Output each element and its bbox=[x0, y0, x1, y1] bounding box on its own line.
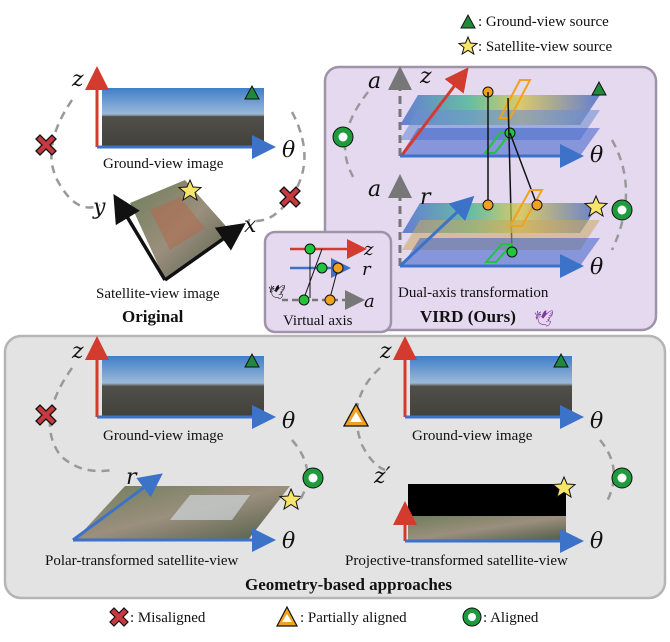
aligned-icon bbox=[462, 607, 482, 627]
satellite-source-star-icon bbox=[457, 35, 479, 56]
legend-partially: : Partially aligned bbox=[300, 610, 407, 626]
original-ground-label: Ground-view image bbox=[103, 156, 224, 172]
vird-axis-a-top: a bbox=[368, 69, 381, 94]
legend-ground-source: : Ground-view source bbox=[478, 14, 609, 30]
misaligned-icon bbox=[109, 607, 129, 627]
aligned-icon bbox=[302, 467, 324, 489]
misaligned-icon bbox=[279, 186, 301, 208]
geo-left-ground-label: Ground-view image bbox=[103, 428, 224, 444]
geo-axis-theta-left: θ bbox=[282, 409, 295, 434]
virtual-axis-diagram: z r a Virtual axis bbox=[282, 239, 375, 329]
original-section: z θ Ground-view image y x Satellite-view… bbox=[35, 66, 306, 326]
geo-axis-r: r bbox=[126, 465, 138, 490]
ground-source-triangle-icon bbox=[591, 80, 607, 96]
aligned-icon bbox=[332, 126, 354, 148]
legend-bottom: : Misaligned : Partially aligned : Align… bbox=[109, 605, 539, 627]
geo-right-sat-label: Projective-transformed satellite-view bbox=[345, 553, 568, 569]
geo-left-sat-label: Polar-transformed satellite-view bbox=[45, 553, 239, 569]
dove-icon: 🕊 bbox=[268, 284, 286, 301]
satellite-source-star-icon bbox=[583, 194, 609, 218]
geometry-title: Geometry-based approaches bbox=[245, 575, 452, 594]
geo-axis-theta-left-bottom: θ bbox=[282, 529, 295, 554]
axis-z: z bbox=[71, 67, 84, 92]
satellite-source-star-icon bbox=[551, 475, 577, 499]
geo-axis-zprime: z′ bbox=[373, 464, 391, 489]
ground-source-triangle-icon bbox=[553, 352, 569, 368]
ground-source-triangle-icon bbox=[244, 352, 260, 368]
original-title: Original bbox=[122, 307, 184, 326]
partially-aligned-icon bbox=[276, 605, 298, 627]
dove-icon: 🕊 bbox=[534, 310, 554, 328]
projective-satellite-photo bbox=[408, 484, 566, 516]
legend-misaligned: : Misaligned bbox=[130, 610, 206, 626]
vird-transform-label: Dual-axis transformation bbox=[398, 285, 549, 301]
geo-axis-theta-right: θ bbox=[590, 409, 603, 434]
geo-right-ground-label: Ground-view image bbox=[412, 428, 533, 444]
vird-axis-a-bottom: a bbox=[368, 177, 381, 202]
geo-axis-z-right: z bbox=[379, 339, 392, 364]
virtual-axis-label: Virtual axis bbox=[283, 313, 353, 329]
virtual-axis-z: z bbox=[363, 239, 374, 260]
original-satellite-label: Satellite-view image bbox=[96, 286, 220, 302]
misaligned-icon bbox=[35, 134, 57, 156]
virtual-axis-r: r bbox=[362, 259, 372, 280]
aligned-icon bbox=[611, 199, 633, 221]
geometry-section: z θ Ground-view image r θ Polar-transfor… bbox=[35, 336, 633, 594]
virtual-axis-a: a bbox=[364, 291, 375, 312]
axis-theta: θ bbox=[282, 138, 295, 163]
legend-satellite-source: : Satellite-view source bbox=[478, 39, 612, 55]
geo-axis-theta-right-bottom: θ bbox=[590, 529, 603, 554]
vird-section: a z θ a r θ Dual-axis transformation VIR… bbox=[332, 64, 633, 328]
vird-title: VIRD (Ours) bbox=[420, 307, 516, 326]
satellite-source-star-icon bbox=[177, 178, 203, 202]
aligned-icon bbox=[611, 467, 633, 489]
legend-top: : Ground-view source : Satellite-view so… bbox=[457, 13, 612, 56]
vird-axis-theta-bottom: θ bbox=[590, 255, 603, 280]
partially-aligned-icon bbox=[342, 402, 370, 427]
axis-y: y bbox=[92, 195, 106, 220]
vird-axis-r: r bbox=[420, 185, 432, 210]
axis-x: x bbox=[244, 213, 257, 238]
ground-source-triangle-icon bbox=[244, 84, 260, 100]
geo-axis-z-left: z bbox=[71, 339, 84, 364]
misaligned-icon bbox=[35, 404, 57, 426]
vird-axis-z: z bbox=[419, 64, 432, 89]
ground-source-triangle-icon bbox=[460, 13, 476, 29]
satellite-source-star-icon bbox=[278, 487, 304, 511]
legend-aligned: : Aligned bbox=[483, 610, 539, 626]
vird-axis-theta-top: θ bbox=[590, 143, 603, 168]
